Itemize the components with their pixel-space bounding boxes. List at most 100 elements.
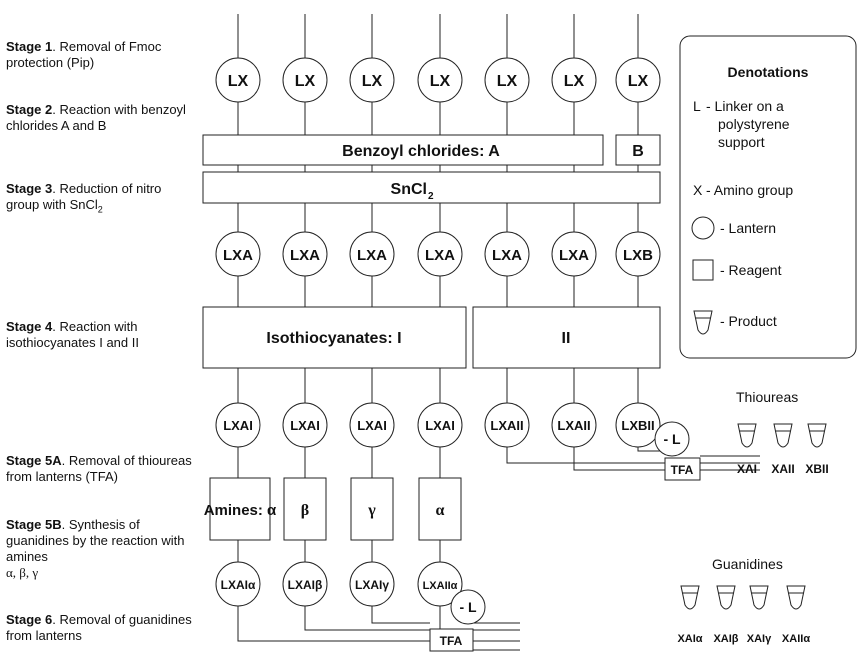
minus-l-circle <box>654 421 690 457</box>
product-tube-icon <box>680 585 700 610</box>
lantern-circle <box>215 402 261 448</box>
lantern-circle <box>349 231 395 277</box>
stage-3-label: Stage 3 <box>6 181 53 196</box>
lantern-label: LXA <box>559 247 589 264</box>
lantern-circle <box>484 402 530 448</box>
tfa-box <box>664 457 701 481</box>
lantern-circle <box>484 57 530 103</box>
lantern-circle <box>349 402 395 448</box>
reagent-label-benzoyl-a: Benzoyl chlorides: A <box>342 143 500 160</box>
reagent-box-benzoyl-a <box>202 134 604 166</box>
lantern-circle <box>215 57 261 103</box>
lantern-label: LXA <box>357 247 387 264</box>
lantern-label: LX <box>362 73 383 90</box>
lantern-circle <box>282 57 328 103</box>
reagent-box-amine-beta <box>283 477 327 541</box>
lantern-circle <box>615 231 661 277</box>
product-tube-icon <box>786 585 806 610</box>
lantern-circle <box>615 57 661 103</box>
lantern-label: LXAII <box>490 418 523 433</box>
product-label: XAIβ <box>713 633 738 645</box>
row4-lanterns: LXAIα LXAIβ LXAIγ LXAIIα <box>215 561 463 607</box>
lantern-circle <box>615 402 661 448</box>
stage-5b-greek: α, β, γ <box>6 565 39 580</box>
legend-l-text1: - Linker on a <box>706 98 784 114</box>
stage-5a-text: Stage 5A. Removal of thioureas from lant… <box>6 453 202 485</box>
lantern-circle <box>349 57 395 103</box>
lantern-label: LXAIα <box>221 578 256 592</box>
stage-6-desc: . Removal of guanidines from lanterns <box>6 612 192 643</box>
stage-4-desc: . Reaction with isothiocyanates I and II <box>6 319 139 350</box>
product-tube-icon <box>716 585 736 610</box>
reagent-box-iso-i <box>202 306 467 369</box>
reagent-label-amine-alpha2: α <box>436 502 445 519</box>
reagent-box-amine-gamma <box>350 477 394 541</box>
stage-3-sub: 2 <box>97 204 103 215</box>
product-tube-icon <box>749 585 769 610</box>
reagent-label-amine-alpha: Amines: α <box>204 502 277 519</box>
lantern-circle <box>215 231 261 277</box>
stage-5b-text: Stage 5B. Synthesis of guanidines by the… <box>6 517 196 581</box>
product-label: XAIγ <box>747 633 772 645</box>
legend-lantern-icon <box>691 216 715 240</box>
lantern-label: LX <box>295 73 316 90</box>
lantern-label: LXB <box>623 247 653 264</box>
legend-l-text2: polystyrene <box>718 116 790 132</box>
stage-4-text: Stage 4. Reaction with isothiocyanates I… <box>6 319 186 351</box>
lantern-circle <box>215 561 261 607</box>
row2-lanterns: LXA LXA LXA LXA LXA LXA LXB <box>215 231 661 277</box>
stage-2-label: Stage 2 <box>6 102 53 117</box>
stage-2-text: Stage 2. Reaction with benzoyl chlorides… <box>6 102 196 134</box>
legend-product-icon <box>693 310 713 335</box>
lantern-circle <box>551 57 597 103</box>
lantern-label: LXAI <box>425 418 455 433</box>
product-tube-icon <box>737 423 757 448</box>
product-tube-icon <box>807 423 827 448</box>
lantern-label: LXA <box>425 247 455 264</box>
stage-1-text: Stage 1. Removal of Fmoc protection (Pip… <box>6 39 196 71</box>
minus-l-label: - L <box>663 431 681 447</box>
lantern-circle <box>417 231 463 277</box>
lantern-circle <box>551 402 597 448</box>
lantern-label: LXAI <box>290 418 320 433</box>
lantern-label: LX <box>628 73 649 90</box>
reagent-box-benzoyl-b <box>615 134 661 166</box>
reagent-box-iso-ii <box>472 306 661 369</box>
lantern-circle <box>484 231 530 277</box>
product-tube-icon <box>773 423 793 448</box>
lantern-label: LXBII <box>621 418 654 433</box>
reagent-box-amine-alpha2 <box>418 477 462 541</box>
lantern-label: LX <box>564 73 585 90</box>
lantern-label: LXAI <box>223 418 253 433</box>
stage-5b-desc: . Synthesis of guanidines by the reactio… <box>6 517 185 564</box>
lantern-label: LXAIIα <box>423 580 458 592</box>
lantern-label: LXAIβ <box>288 578 323 592</box>
reagent-label-benzoyl-b: B <box>632 143 644 160</box>
product-label: XAII <box>771 462 794 476</box>
stage-5b-label: Stage 5B <box>6 517 62 532</box>
legend-l-text3: support <box>718 134 765 150</box>
row1-lanterns: LX LX LX LX LX LX LX <box>215 57 661 103</box>
lantern-label: LX <box>430 73 451 90</box>
stage-6-label: Stage 6 <box>6 612 53 627</box>
tfa-label: TFA <box>440 634 463 648</box>
reagent-box-amine-alpha <box>209 477 271 541</box>
product-label: XBII <box>805 462 828 476</box>
lantern-circle <box>349 561 395 607</box>
lantern-circle <box>417 402 463 448</box>
legend-title: Denotations <box>728 64 809 80</box>
thioureas-title: Thioureas <box>736 389 798 405</box>
lantern-label: LX <box>228 73 249 90</box>
legend-x-key: X <box>693 182 703 198</box>
tfa-box <box>429 628 474 652</box>
reagent-label-sncl2: SnCl <box>391 181 427 198</box>
reagent-box-sncl2 <box>202 171 661 204</box>
minus-l-circle <box>450 589 486 625</box>
stage-6-text: Stage 6. Removal of guanidines from lant… <box>6 612 196 644</box>
lantern-label: LXAII <box>557 418 590 433</box>
lantern-label: LXAI <box>357 418 387 433</box>
product-label: XAIIα <box>782 633 810 645</box>
stage-3-desc: . Reduction of nitro group with SnCl <box>6 181 162 212</box>
lantern-label: LXAIγ <box>355 578 389 592</box>
